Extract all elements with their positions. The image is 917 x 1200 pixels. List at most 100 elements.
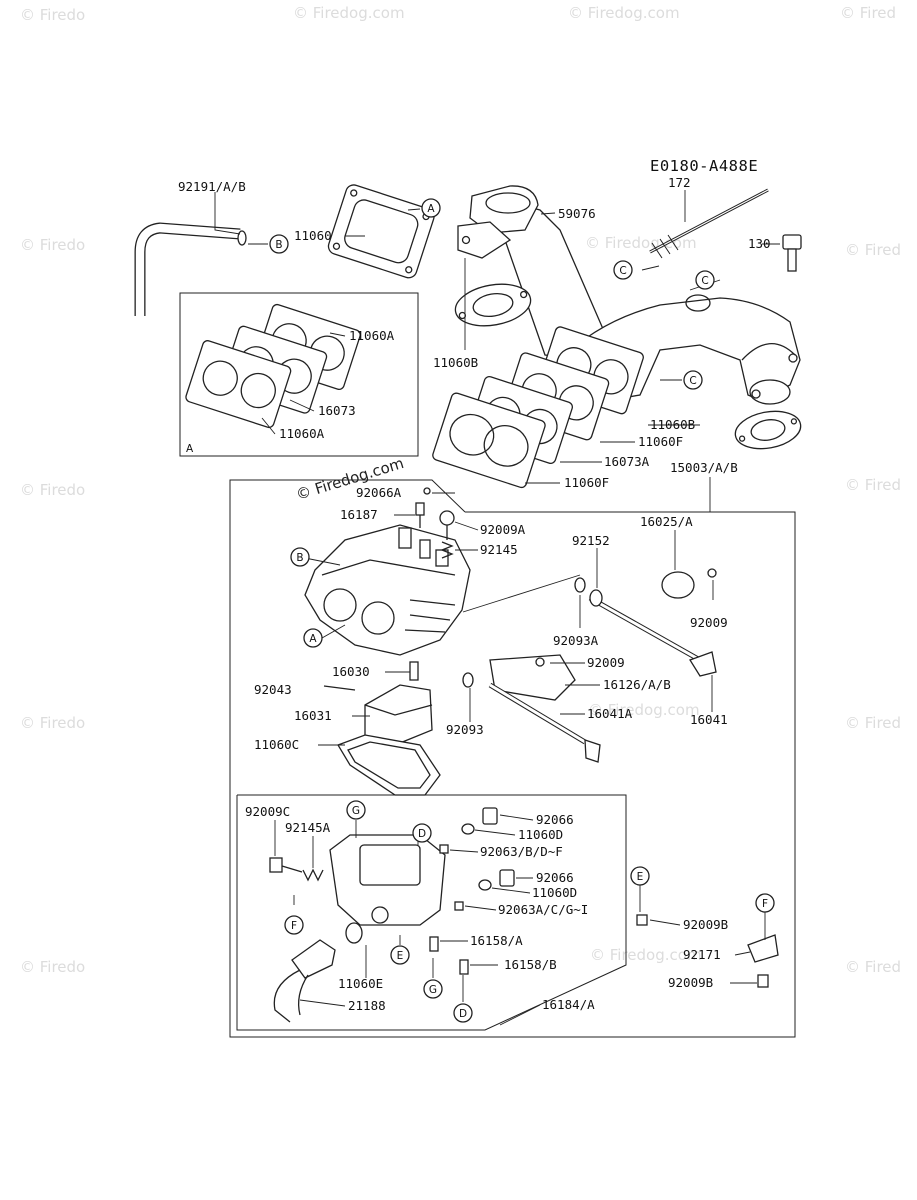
part-number: 16126/A/B (603, 677, 671, 692)
ref-marker: G (423, 979, 443, 999)
sub-assembly-outline (236, 794, 627, 1031)
ref-marker: B (269, 234, 289, 254)
svg-text:A: A (427, 203, 435, 215)
svg-text:C: C (701, 275, 708, 287)
part-number: 11060A (349, 328, 395, 343)
part-number: 92043 (254, 682, 292, 697)
part-number: 16025/A (640, 514, 693, 529)
svg-text:C: C (619, 265, 626, 277)
part-number: 92066 (536, 812, 574, 827)
ref-marker: F (755, 893, 775, 913)
part-number: 92009 (587, 655, 625, 670)
svg-text:D: D (459, 1008, 467, 1020)
part-number: 92009B (683, 917, 728, 932)
ref-marker: C (695, 270, 715, 290)
inset-box-a-label: A (186, 443, 194, 455)
ref-marker: A (421, 198, 441, 218)
part-number: 92145 (480, 542, 518, 557)
part-labels: 92191/A/B 11060 11060A 16073 11060A 5907… (178, 175, 771, 1013)
watermark: © Firedog.com (293, 4, 405, 22)
ref-marker: B (290, 547, 310, 567)
watermark: © Firedo (20, 6, 85, 24)
watermark: © Fired (845, 241, 901, 259)
part-number: 92093 (446, 722, 484, 737)
part-number: 92191/A/B (178, 179, 246, 194)
svg-text:C: C (689, 375, 696, 387)
part-number: 11060D (518, 827, 563, 842)
part-number: 11060F (638, 434, 683, 449)
part-number: 16031 (294, 708, 332, 723)
reference-markers: A B C C C B A G D F E G D E F (269, 198, 775, 1023)
inset-box-a: A (179, 292, 419, 457)
part-number: 92066 (536, 870, 574, 885)
part-number: 92093A (553, 633, 599, 648)
svg-text:B: B (275, 239, 282, 251)
ref-marker: E (630, 866, 650, 886)
svg-text:A: A (309, 633, 317, 645)
svg-text:G: G (429, 984, 437, 996)
part-number: 16041A (587, 706, 633, 721)
diagram-code: E0180-A488E (650, 157, 758, 175)
part-number: 92171 (683, 947, 721, 962)
part-number: 21188 (348, 998, 386, 1013)
ref-marker: D (412, 823, 432, 843)
svg-text:G: G (352, 805, 360, 817)
ref-marker: C (683, 370, 703, 390)
watermarks: © Firedo © Firedog.com © Firedog.com © F… (20, 4, 901, 976)
svg-text:F: F (291, 920, 297, 932)
watermark: © Firedog.com (588, 701, 700, 719)
watermark: © Firedog.com (568, 4, 680, 22)
part-number: 16187 (340, 507, 378, 522)
svg-text:B: B (296, 552, 303, 564)
part-number: 16041 (690, 712, 728, 727)
part-number: 16073 (318, 403, 356, 418)
part-illustrations (134, 184, 802, 1023)
ref-marker: A (303, 628, 323, 648)
part-number: 11060F (564, 475, 609, 490)
watermark: © Fired (845, 476, 901, 494)
watermark: © Firedog.com (585, 234, 697, 252)
watermark: © Firedo (20, 236, 85, 254)
main-assembly-outline (229, 479, 796, 1038)
watermark: © Firedo (20, 958, 85, 976)
ref-marker: D (453, 1003, 473, 1023)
svg-text:E: E (397, 950, 404, 962)
svg-text:E: E (637, 871, 644, 883)
ref-marker: E (390, 945, 410, 965)
part-number: 11060B (650, 417, 695, 432)
part-number: 92066A (356, 485, 402, 500)
watermark: © Fired (845, 714, 901, 732)
watermark: © Fired (845, 958, 901, 976)
part-number: 11060C (254, 737, 299, 752)
part-number: 92063/B/D~F (480, 844, 563, 859)
part-number: 11060 (294, 228, 332, 243)
part-number: 92009C (245, 804, 290, 819)
ref-marker: G (346, 800, 366, 820)
watermark: © Firedog.com (590, 946, 702, 964)
part-number: 130 (748, 236, 771, 251)
part-number: 92009 (690, 615, 728, 630)
part-number: 11060D (532, 885, 577, 900)
watermark: © Fired (840, 4, 896, 22)
part-number: 172 (668, 175, 691, 190)
part-number: 92145A (285, 820, 331, 835)
part-number: 16158/A (470, 933, 523, 948)
part-number: 92009A (480, 522, 526, 537)
watermark: © Firedo (20, 714, 85, 732)
part-number: 11060A (279, 426, 325, 441)
part-number: 16073A (604, 454, 650, 469)
part-number: 15003/A/B (670, 460, 738, 475)
part-number: 16158/B (504, 957, 557, 972)
svg-text:F: F (762, 898, 768, 910)
svg-text:D: D (418, 828, 426, 840)
ref-marker: C (613, 260, 633, 280)
part-number: 92009B (668, 975, 713, 990)
part-number: 59076 (558, 206, 596, 221)
ref-marker: F (284, 915, 304, 935)
watermark: © Firedo (20, 481, 85, 499)
part-number: 16184/A (542, 997, 595, 1012)
part-number: 92063A/C/G~I (498, 902, 588, 917)
part-number: 92152 (572, 533, 610, 548)
part-number: 11060B (433, 355, 478, 370)
